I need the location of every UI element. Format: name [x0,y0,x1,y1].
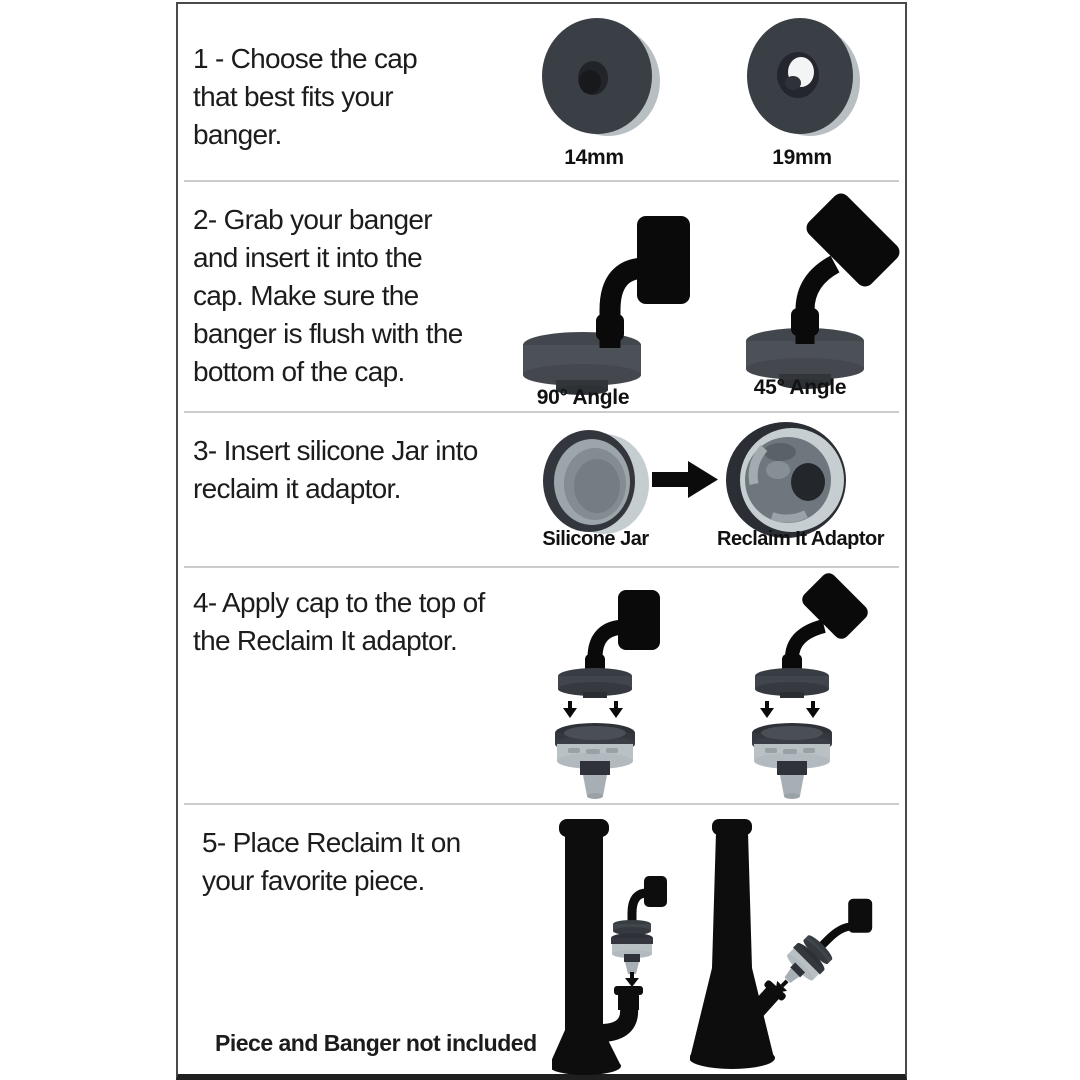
side-joint [748,980,786,1019]
step-4-text: 4- Apply cap to the top of the Reclaim I… [193,587,485,656]
label-14mm: 14mm [564,146,624,169]
down-arrow-icon [563,701,577,718]
banger-45-illustration [746,193,900,389]
instruction-panel: 1 - Choose the cap that best fits your b… [176,2,907,1080]
step-2-text: 2- Grab your banger and insert it into t… [193,204,463,387]
down-arrow-icon [625,972,639,987]
footnote-text: Piece and Banger not included [215,1030,537,1056]
label-90-angle: 90° Angle [536,386,630,409]
cap-19mm-illustration [747,18,860,136]
straight-tube-piece-illustration [552,819,667,1075]
cap-14mm-illustration [542,18,660,136]
label-45-angle: 45° Angle [753,376,847,399]
down-left-arrow-icon [775,979,789,993]
banger-90-illustration [523,216,690,395]
label-silicone-jar: Silicone Jar [542,528,649,550]
cap-onto-adaptor-45-illustration [752,573,868,799]
down-arrow-icon [760,701,774,718]
reclaim-it-assembly [611,876,667,974]
step-5-text: 5- Place Reclaim It on your favorite pie… [202,827,461,896]
reclaim-it-assembly [784,898,873,983]
label-reclaim-it-adaptor: Reclaim It Adaptor [717,528,884,550]
down-arrow-icon [806,701,820,718]
silicone-jar-illustration [543,430,649,534]
label-19mm: 19mm [772,146,832,169]
section-divider [184,803,899,805]
down-arrow-icon [609,701,623,718]
cap-onto-adaptor-90-illustration [555,590,660,799]
right-arrow-icon [652,461,718,498]
section-divider [184,411,899,413]
reclaim-it-adaptor-illustration [726,422,846,538]
section-divider [184,566,899,568]
step-3-text: 3- Insert silicone Jar into reclaim it a… [193,435,478,504]
step-1-text: 1 - Choose the cap that best fits your b… [193,43,418,150]
section-divider [184,180,899,182]
beaker-piece-illustration [690,819,873,1069]
